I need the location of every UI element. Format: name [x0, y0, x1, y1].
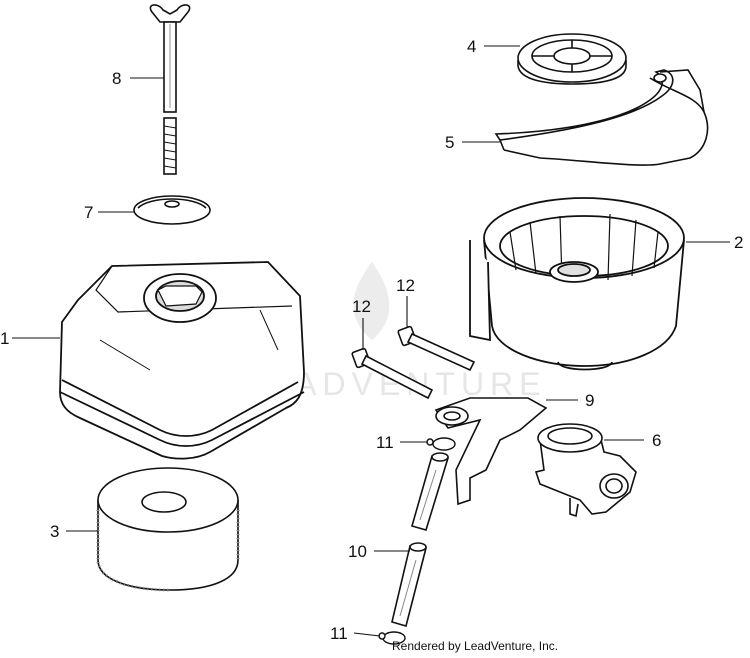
part-10-breather-tube [391, 452, 450, 627]
callout-5: 5 [445, 133, 454, 152]
part-2-air-cleaner-case [469, 197, 685, 371]
callout-9: 9 [585, 391, 594, 410]
callout-10: 10 [348, 542, 367, 561]
callout-8: 8 [112, 69, 121, 88]
callout-1: 1 [0, 329, 9, 348]
callout-12-left: 12 [352, 297, 371, 316]
callout-4: 4 [467, 37, 476, 56]
callout-12-right: 12 [396, 276, 415, 295]
part-3-foam-element [96, 467, 240, 592]
callout-7: 7 [84, 203, 93, 222]
part-5-retaining-band [494, 69, 709, 166]
part-4-filter-grid [517, 33, 627, 85]
callout-3: 3 [50, 522, 59, 541]
credit-text: Rendered by LeadVenture, Inc. [392, 639, 558, 653]
callout-11-upper: 11 [376, 433, 394, 452]
part-12-bolt-b [397, 325, 476, 372]
part-7-seal-washer [133, 195, 211, 225]
part-1-air-cleaner-cover [59, 261, 305, 460]
leader-11b [353, 632, 381, 637]
part-9-bracket [434, 397, 548, 506]
part-8-wing-bolt [149, 4, 191, 175]
part-11-clip-lower [378, 631, 406, 645]
part-6-elbow-joint [534, 423, 637, 518]
part-12-bolt-a [351, 347, 434, 400]
callout-labels: 1 2 3 4 5 6 7 8 9 10 11 11 12 12 [0, 37, 743, 643]
leader-lines [12, 45, 730, 637]
callout-11-lower: 11 [330, 624, 348, 643]
callout-2: 2 [734, 233, 743, 252]
part-11-clip-upper [426, 437, 456, 451]
callout-6: 6 [652, 431, 661, 450]
